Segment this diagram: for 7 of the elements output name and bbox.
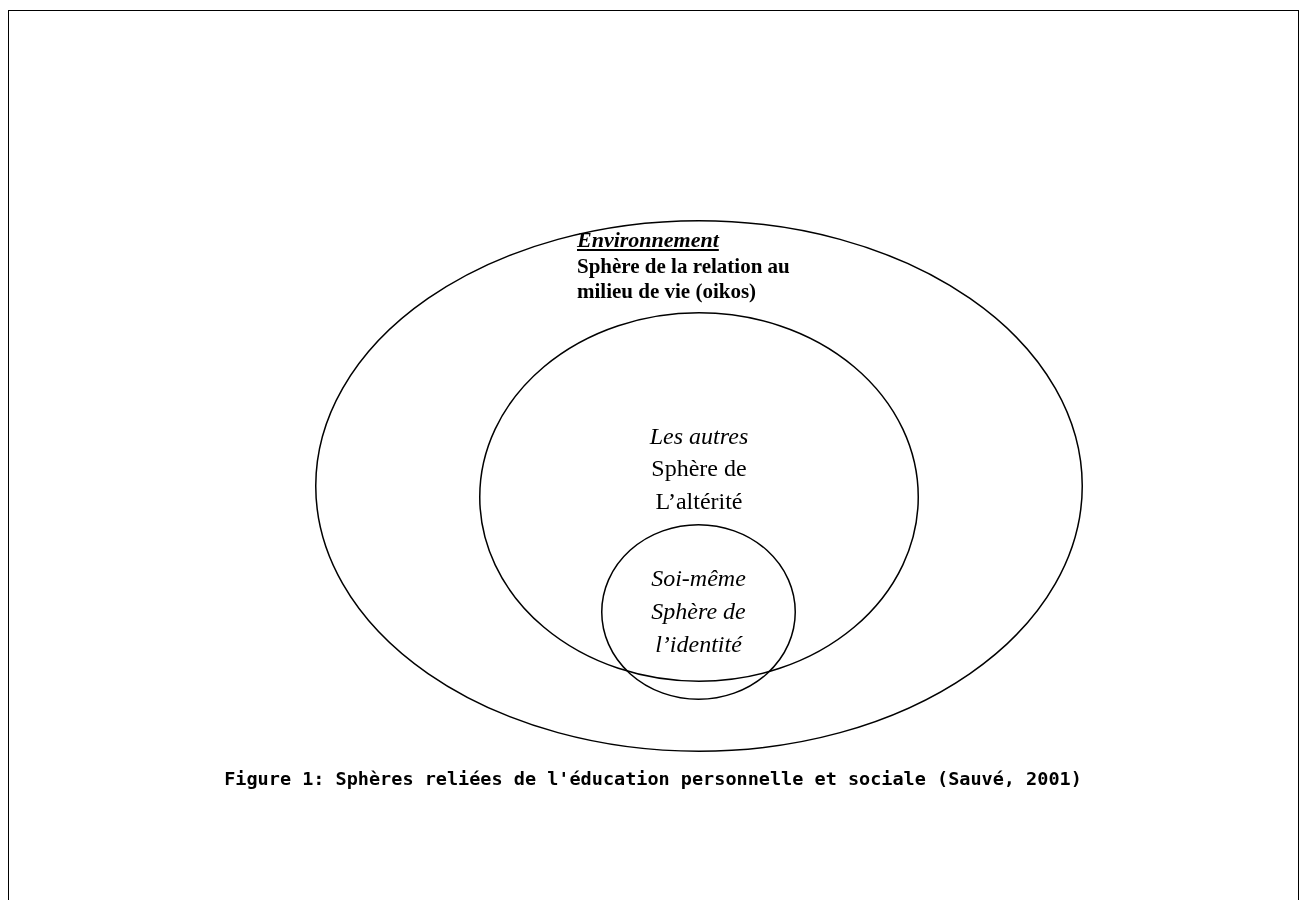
heading-text: Soi-même xyxy=(650,564,747,593)
heading-text: Les autres xyxy=(648,422,750,451)
body-text: Sphère de la relation au milieu de vie (oikos) xyxy=(577,254,791,304)
figure-caption: Figure 1: Sphères reliées de l'éducation personnelle et sociale (Sauvé, 2001) xyxy=(224,768,1082,789)
body-text: Sphère de L’altérité xyxy=(650,454,748,516)
body-text: Sphère de l’identité xyxy=(650,597,747,659)
heading-text: Environnement xyxy=(577,226,721,254)
